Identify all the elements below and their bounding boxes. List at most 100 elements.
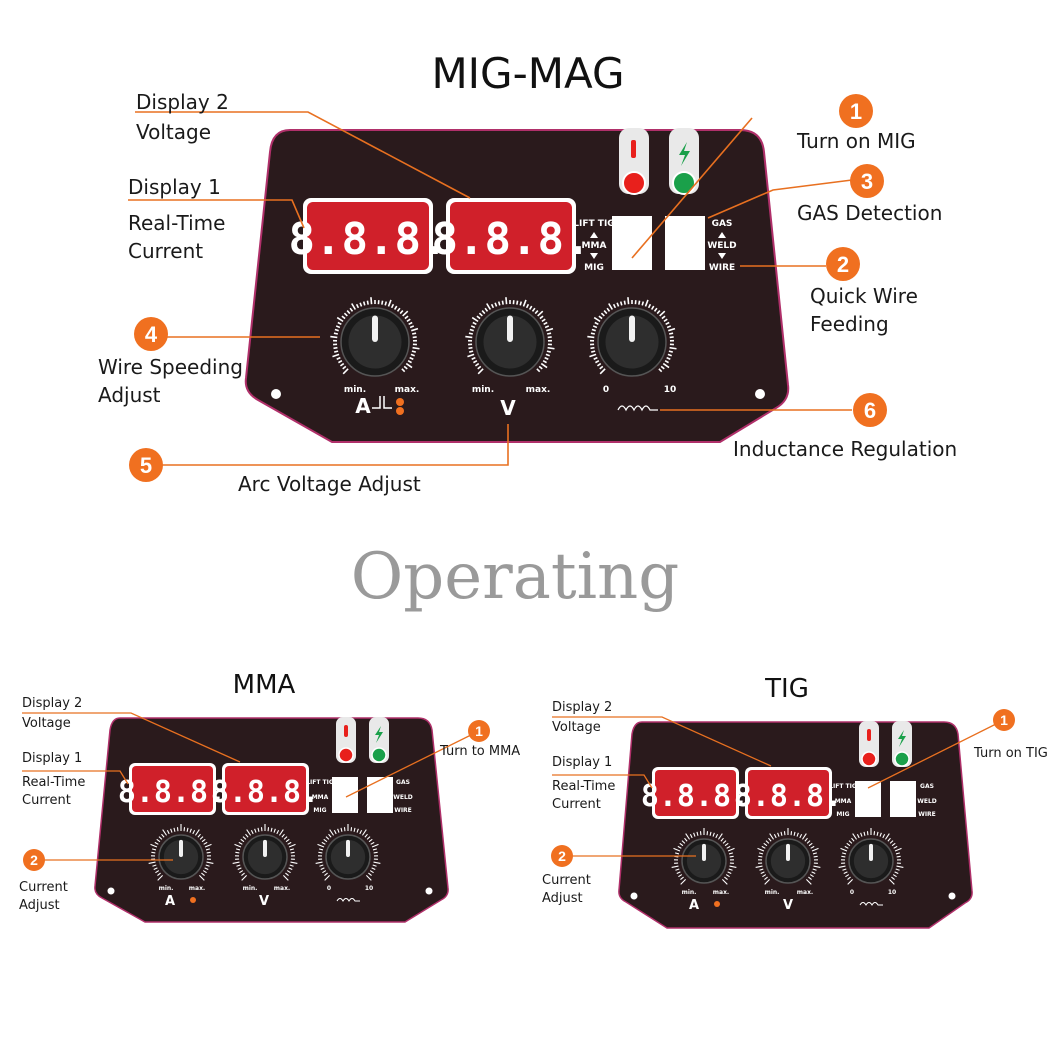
- knob-pointer: [346, 839, 350, 857]
- thermometer-icon: [867, 729, 871, 741]
- inductance-icon: [859, 902, 883, 906]
- knob2-symbol-v: V: [500, 396, 516, 420]
- knob-tick: [537, 310, 544, 317]
- main-mode-switch[interactable]: LIFT TIG MMA MIG: [573, 216, 652, 273]
- main-gas-switch[interactable]: GAS WELD WIRE: [665, 216, 737, 273]
- knob-tick: [540, 362, 548, 369]
- wire-spool-icon-bottom: [396, 407, 404, 415]
- knob-tick: [161, 833, 165, 838]
- main-knob-wire-speed[interactable]: [330, 297, 420, 377]
- knob-tick: [895, 868, 900, 871]
- knob-tick: [856, 834, 860, 839]
- knob-tick: [765, 840, 770, 844]
- knob-tick: [283, 836, 288, 840]
- knob-tick: [329, 829, 335, 836]
- knob-tick: [393, 305, 398, 310]
- knob-tick: [471, 316, 479, 323]
- tig-callout-badge-2: 2: [551, 845, 573, 867]
- knob-tick: [666, 356, 671, 360]
- mma-gas-switch[interactable]: GAS WELD WIRE: [367, 777, 413, 814]
- callout-inductance: Inductance Regulation: [733, 437, 957, 461]
- tig-gas-switch[interactable]: GAS WELD WIRE: [890, 781, 937, 818]
- callout-badge-2: 2: [826, 247, 860, 281]
- knob-tick: [474, 362, 480, 367]
- mma-knob3-max: 10: [365, 885, 373, 892]
- tig-gas-label-weld: WELD: [917, 798, 937, 805]
- knob-tick: [780, 831, 783, 836]
- knob-tick: [465, 335, 473, 339]
- knob-tick: [641, 301, 645, 306]
- mma-knob1-min: min.: [159, 885, 174, 892]
- knob-tick: [477, 365, 482, 370]
- main-label-display1-line3: Current: [128, 239, 203, 263]
- tig-label-display2-line2: Voltage: [552, 720, 601, 735]
- knob-tick: [484, 307, 489, 312]
- knob-tick: [812, 868, 817, 871]
- tig-callout-badge-1-num: 1: [1000, 712, 1008, 728]
- knob-tick: [157, 872, 161, 877]
- knob-tick: [245, 833, 249, 838]
- tig-knob1-min: min.: [682, 889, 697, 896]
- knob-tick: [170, 828, 173, 833]
- knob-tick: [760, 871, 765, 875]
- mma-callout-badge-1: 1: [468, 720, 490, 742]
- main-knob-inductance[interactable]: [587, 297, 677, 377]
- knob-tick: [689, 834, 693, 839]
- tig-temp-led: [859, 721, 879, 767]
- gas-label-weld: WELD: [707, 241, 736, 251]
- wire-spool-icon: [190, 897, 196, 903]
- knob2-min: min.: [472, 385, 494, 395]
- knob-tick: [240, 838, 245, 843]
- tig-knob-inductance[interactable]: [838, 828, 904, 885]
- knob-tick: [477, 368, 484, 375]
- tig-mode-label-mma: MMA: [835, 798, 852, 805]
- screw-hole-right: [755, 389, 765, 399]
- mma-callout-badge-2-num: 2: [30, 852, 38, 868]
- mma-gas-label-gas: GAS: [396, 779, 410, 786]
- knob-tick: [402, 310, 409, 317]
- mma-knob-current[interactable]: [148, 824, 214, 881]
- knob-tick: [673, 847, 681, 852]
- tig-knob-voltage[interactable]: [755, 828, 821, 885]
- knob-tick: [403, 365, 408, 370]
- knob-tick: [592, 325, 598, 329]
- mma-title: MMA: [233, 670, 296, 700]
- knob-tick: [334, 328, 339, 332]
- knob-tick: [727, 871, 732, 875]
- knob-tick: [353, 827, 356, 832]
- knob-tick: [729, 855, 734, 858]
- knob-tick: [333, 346, 338, 350]
- inductance-icon: [617, 405, 658, 412]
- knob-tick: [531, 307, 536, 312]
- mma-mode-switch[interactable]: LIFT TIG MMA MIG: [306, 777, 358, 814]
- mma-knob-inductance[interactable]: [315, 824, 381, 881]
- tig-mode-switch[interactable]: LIFT TIG MMA MIG: [829, 781, 881, 818]
- mma-knob-voltage[interactable]: [232, 824, 298, 881]
- mma-display-1: 8.8.8.: [118, 763, 226, 815]
- tig-power-led: [892, 721, 912, 767]
- knob-tick: [599, 365, 604, 370]
- knob-tick: [321, 841, 326, 845]
- tig-knob-current[interactable]: [671, 828, 737, 885]
- knob-tick: [381, 300, 384, 305]
- knob-tick: [726, 845, 731, 849]
- knob-tick: [608, 303, 614, 310]
- callout-badge-3: 3: [850, 164, 884, 198]
- knob-tick: [320, 867, 325, 871]
- knob-tick: [334, 350, 339, 353]
- knob-tick: [202, 870, 207, 874]
- knob-tick: [764, 878, 771, 885]
- knob-tick: [860, 832, 863, 837]
- lightning-icon: [375, 726, 383, 743]
- tig-knob1-max: max.: [713, 889, 729, 896]
- knob-tick: [346, 310, 351, 315]
- callout-badge-1-num: 1: [850, 99, 862, 124]
- knob-tick: [362, 301, 366, 306]
- knob1-symbol-a: A: [355, 394, 371, 418]
- knob-tick: [757, 847, 765, 852]
- knob-tick: [681, 840, 686, 844]
- main-knob-voltage[interactable]: [465, 297, 555, 377]
- knob-tick: [768, 837, 772, 842]
- mma-knob3-min: 0: [327, 885, 331, 892]
- knob-tick: [204, 867, 209, 871]
